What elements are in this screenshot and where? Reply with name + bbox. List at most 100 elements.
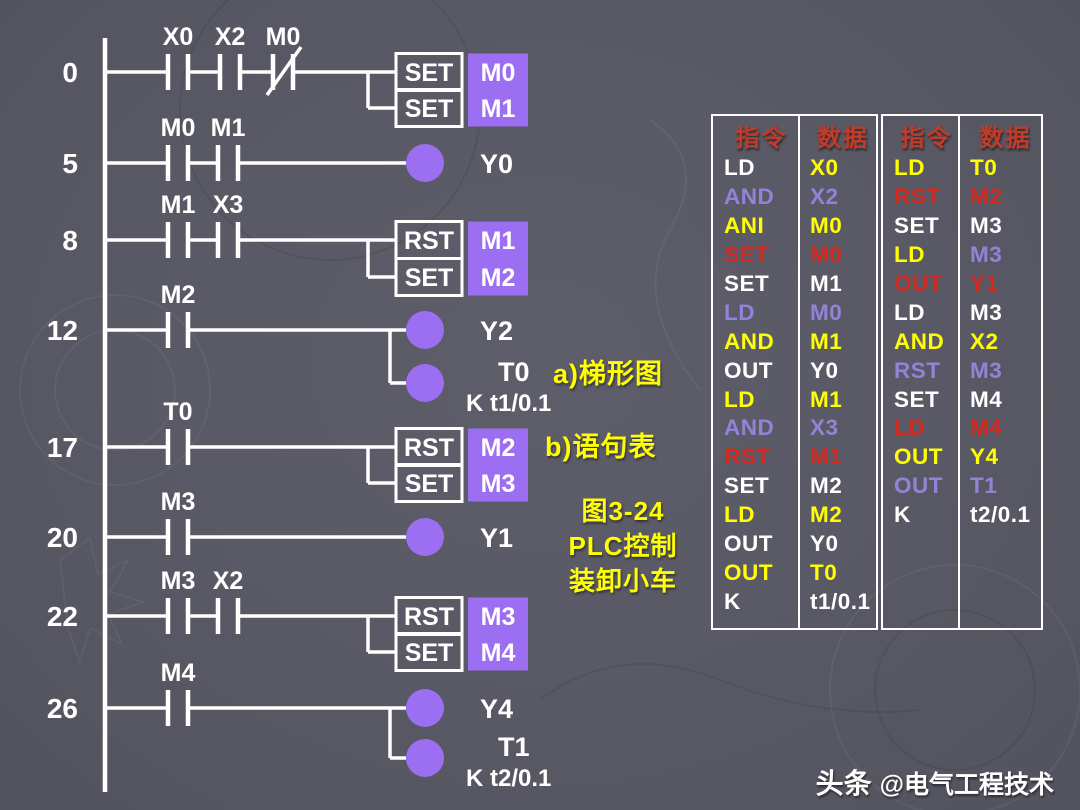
- coil-T1: [406, 739, 444, 777]
- column-header-data: 数据: [817, 124, 869, 152]
- operand-box-M4: [468, 633, 528, 671]
- instruction-cell: AND: [894, 328, 945, 354]
- operand-box-M0: [468, 53, 528, 91]
- instruction-cell: LD: [724, 155, 755, 181]
- data-cell: M2: [970, 184, 1003, 210]
- watermark-handle: @电气工程技术: [879, 771, 1054, 799]
- normally-closed-slash: [265, 45, 303, 97]
- instruction-cell: AND: [724, 415, 775, 441]
- set-box: [394, 463, 464, 503]
- instruction-cell: K: [894, 502, 911, 528]
- instruction-cell: K: [724, 588, 741, 614]
- contact-label-X0: X0: [163, 23, 194, 51]
- operand-label: M4: [481, 639, 516, 667]
- data-cell: Y4: [970, 444, 999, 470]
- instruction-cell: OUT: [894, 271, 943, 296]
- operand-box-M1: [468, 89, 528, 127]
- data-cell: T0: [970, 155, 998, 181]
- data-cell: M0: [810, 213, 843, 239]
- operand-box-M2: [468, 258, 528, 296]
- instruction-cell: AND: [724, 328, 775, 354]
- box-op-label: SET: [405, 59, 454, 87]
- step-number: 8: [62, 225, 78, 256]
- instruction-cell: LD: [724, 502, 755, 528]
- data-cell: T0: [810, 559, 838, 585]
- contact-label-X2: X2: [215, 23, 246, 51]
- instruction-cell: SET: [724, 242, 770, 268]
- data-cell: T1: [970, 473, 998, 499]
- instruction-cell: LD: [894, 155, 925, 181]
- instruction-cell: LD: [894, 415, 925, 441]
- timer-constant: K t2/0.1: [466, 765, 551, 792]
- step-number: 26: [47, 693, 78, 724]
- data-cell: M2: [810, 502, 843, 528]
- data-cell: Y0: [810, 357, 839, 383]
- instruction-cell: RST: [894, 357, 941, 383]
- column-divider: [798, 116, 800, 628]
- contact-label-X3: X3: [213, 191, 244, 219]
- watermark-brand: 头条: [815, 768, 872, 799]
- data-cell: t1/0.1: [810, 588, 871, 614]
- data-cell: X2: [970, 328, 999, 354]
- instruction-cell: AND: [724, 184, 775, 210]
- operand-label: M0: [481, 59, 516, 87]
- instruction-cell: OUT: [894, 444, 943, 470]
- instruction-cell: RST: [894, 184, 941, 210]
- data-cell: t2/0.1: [970, 502, 1031, 528]
- set-box: [394, 632, 464, 672]
- column-header-instruction: 指令: [735, 124, 788, 152]
- contact-label-M4: M4: [161, 659, 196, 687]
- coil-label-Y1: Y1: [480, 523, 513, 553]
- data-cell: M0: [810, 299, 843, 325]
- data-cell: M3: [970, 242, 1003, 268]
- contact-label-M3: M3: [161, 488, 196, 516]
- data-cell: M3: [970, 213, 1003, 239]
- data-cell: M3: [970, 299, 1003, 325]
- box-op-label: SET: [405, 264, 454, 292]
- data-cell: M4: [970, 415, 1003, 441]
- box-op-label: RST: [404, 603, 454, 631]
- operand-box-M1: [468, 221, 528, 259]
- instruction-cell: LD: [724, 386, 755, 412]
- operand-box-M3: [468, 464, 528, 502]
- step-number: 22: [47, 601, 78, 632]
- instruction-cell: SET: [724, 473, 770, 499]
- box-op-label: SET: [405, 95, 454, 123]
- contact-label-X2: X2: [213, 567, 244, 595]
- data-cell: X2: [810, 184, 839, 210]
- step-number: 20: [47, 522, 78, 553]
- figure-caption: 图3-24 PLC控制 装卸小车: [538, 494, 708, 599]
- instruction-cell: OUT: [724, 357, 773, 383]
- data-cell: Y1: [970, 271, 999, 296]
- caption-statement-label: b)语句表: [545, 432, 657, 462]
- step-number: 12: [47, 315, 78, 346]
- coil-Y0: [406, 144, 444, 182]
- column-header-data: 数据: [979, 124, 1032, 152]
- operand-label: M2: [481, 434, 516, 462]
- data-cell: M1: [810, 328, 843, 354]
- contact-label-M3: M3: [161, 567, 196, 595]
- contact-label-M0: M0: [161, 114, 196, 142]
- figure-title-line1: PLC控制: [568, 531, 678, 561]
- step-number: 0: [62, 57, 78, 88]
- figure-number: 图3-24: [581, 496, 665, 526]
- coil-Y4: [406, 689, 444, 727]
- coil-label-T1: T1: [498, 732, 530, 762]
- data-cell: M1: [810, 271, 843, 296]
- operand-label: M1: [481, 227, 516, 255]
- operand-label: M1: [481, 95, 516, 123]
- box-op-label: SET: [405, 639, 454, 667]
- data-cell: M1: [810, 444, 843, 470]
- contact-label-M0: M0: [266, 23, 301, 51]
- box-op-label: RST: [404, 434, 454, 462]
- data-cell: X0: [810, 155, 839, 181]
